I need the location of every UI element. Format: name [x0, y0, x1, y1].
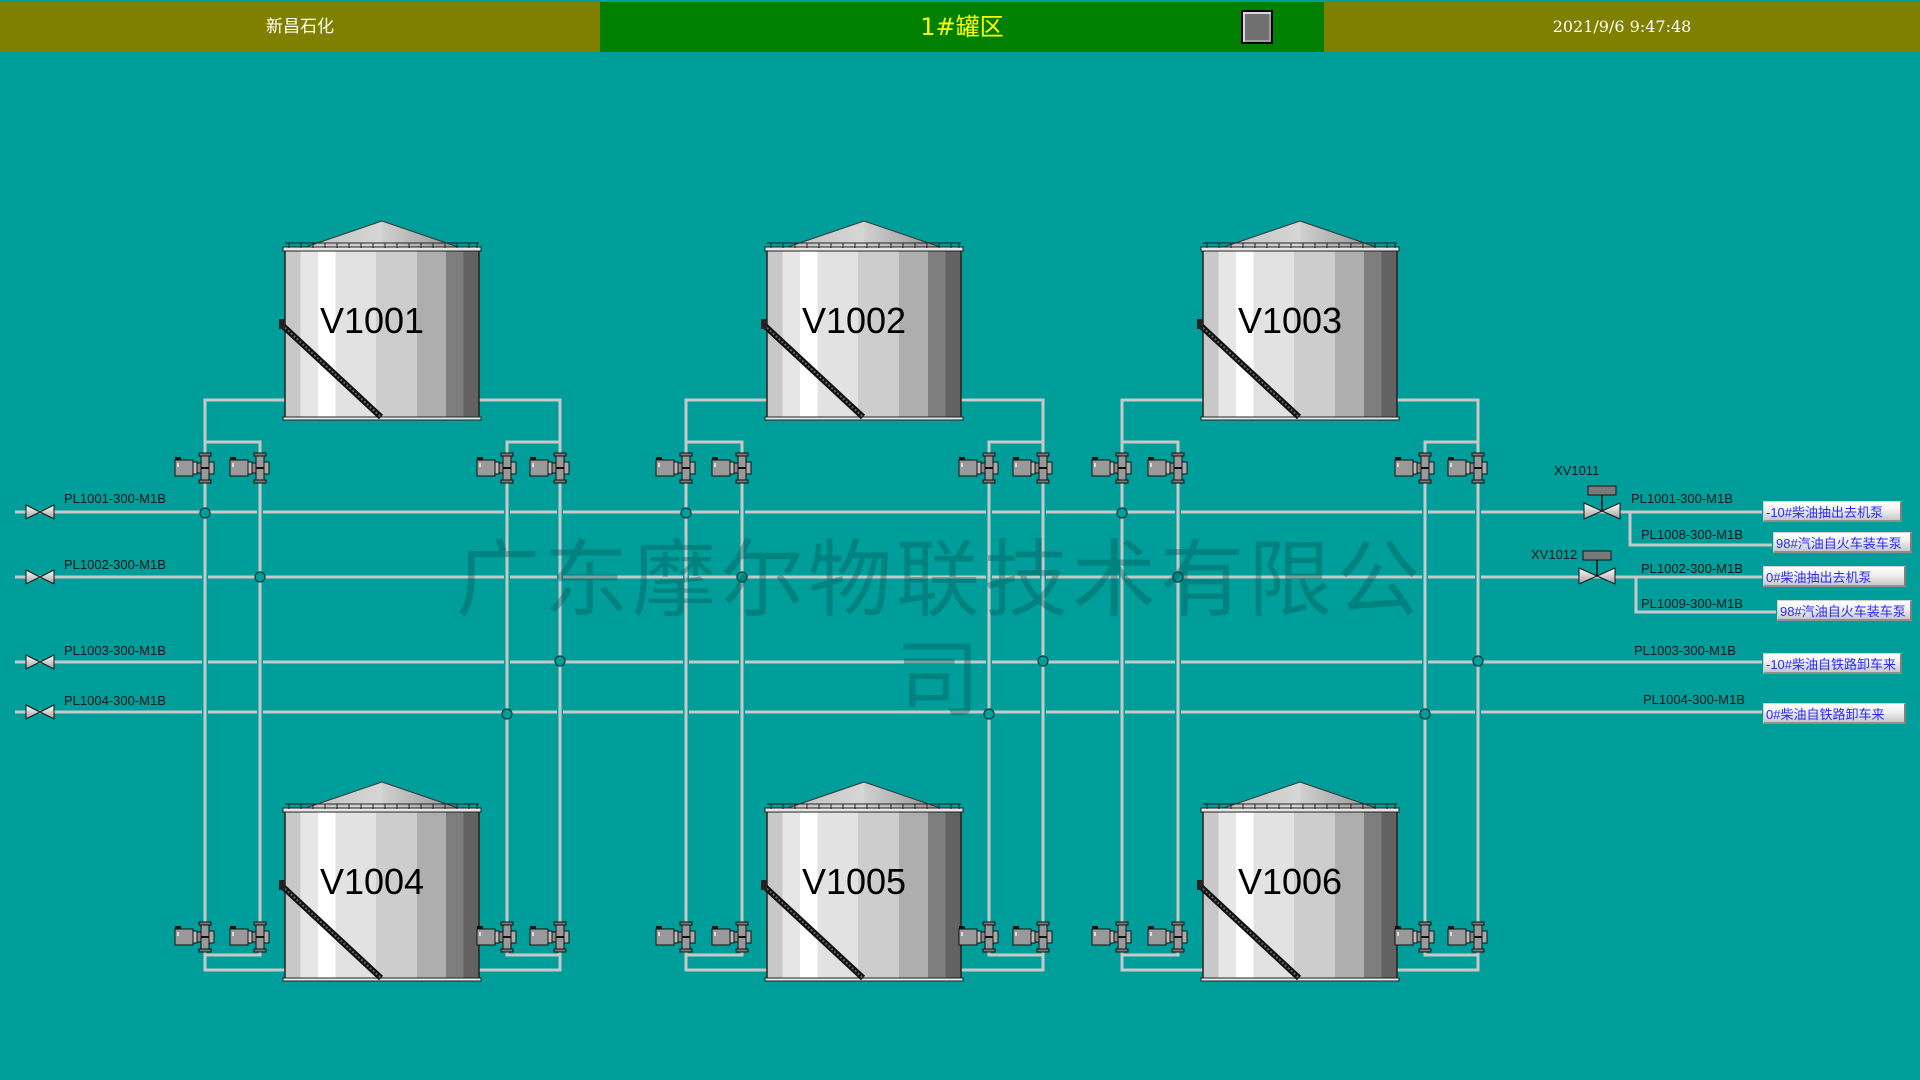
crossover-gaps	[202, 509, 1481, 715]
outlet-line-label: PL1003-300-M1B	[1634, 643, 1736, 658]
outlet-line-label: PL1004-300-M1B	[1643, 692, 1745, 707]
outlet-line-label: PL1008-300-M1B	[1641, 527, 1743, 542]
xv-valve-icons	[1578, 485, 1621, 585]
tank-label-V1001: V1001	[319, 300, 425, 341]
header-title-panel: 1#罐区	[600, 2, 1324, 52]
destination-button[interactable]: 0#柴油抽出去机泵	[1763, 566, 1906, 587]
header-right-panel: 2021/9/6 9:47:48	[1324, 2, 1920, 52]
outlet-line-label: PL1001-300-M1B	[1631, 491, 1733, 506]
page-title: 1#罐区	[920, 13, 1004, 41]
inlet-line-label: PL1001-300-M1B	[64, 491, 166, 506]
tank-label-V1005: V1005	[801, 861, 907, 902]
tank-label-V1003: V1003	[1237, 300, 1343, 341]
destination-button[interactable]: -10#柴油抽出去机泵	[1763, 501, 1902, 522]
header-left-panel: 新昌石化	[0, 2, 600, 52]
destination-button[interactable]: -10#柴油自铁路卸车来	[1763, 653, 1902, 674]
destination-button[interactable]: 98#汽油自火车装车泵	[1773, 532, 1912, 553]
inlet-valve-icons	[25, 504, 55, 720]
tank-label-V1006: V1006	[1237, 861, 1343, 902]
outlet-line-label: PL1002-300-M1B	[1641, 561, 1743, 576]
tank-label-V1002: V1002	[801, 300, 907, 341]
outlet-line-label: PL1009-300-M1B	[1641, 596, 1743, 611]
destination-button[interactable]: 0#柴油自铁路卸车来	[1763, 703, 1906, 724]
junction-nodes	[199, 507, 1484, 720]
tank-label-V1004: V1004	[319, 861, 425, 902]
destination-button[interactable]: 98#汽油自火车装车泵	[1777, 600, 1912, 621]
header-toggle-button[interactable]	[1241, 10, 1273, 44]
inlet-line-label: PL1004-300-M1B	[64, 693, 166, 708]
inlet-line-label: PL1002-300-M1B	[64, 557, 166, 572]
header-pipes	[15, 510, 1776, 714]
valve-tag-XV1011[interactable]: XV1011	[1554, 463, 1600, 478]
company-name: 新昌石化	[266, 17, 334, 37]
datetime-display: 2021/9/6 9:47:48	[1552, 17, 1692, 36]
inlet-line-label: PL1003-300-M1B	[64, 643, 166, 658]
valve-tag-XV1012[interactable]: XV1012	[1531, 547, 1578, 562]
